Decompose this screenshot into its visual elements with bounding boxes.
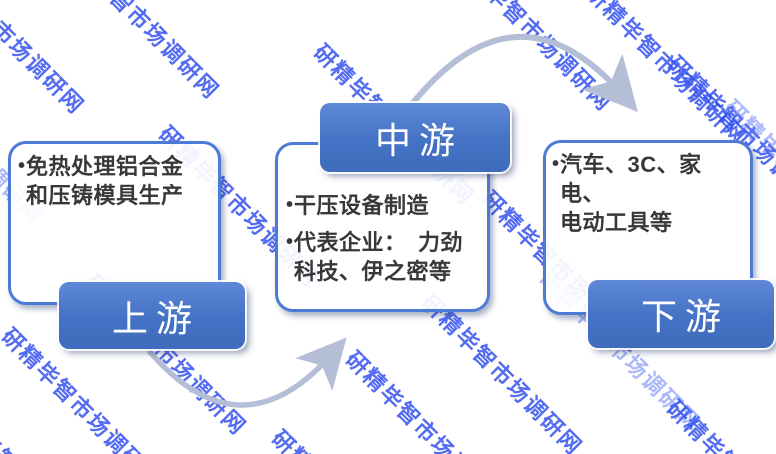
midstream-bullet-1-text: 干压设备制造 (294, 193, 430, 218)
watermark-text: 研精毕智市场调研网 (265, 422, 440, 454)
curved-arrow-bottom-icon (147, 337, 347, 408)
curved-arrow-top-icon (409, 33, 638, 112)
upstream-bullet-text: 免热处理铝合金 和压铸模具生产 (26, 154, 184, 208)
midstream-label-text: 中游 (375, 119, 463, 161)
watermark-text: 研精毕智市场调研网 (446, 0, 618, 116)
midstream-bullet-2-text: 代表企业： 力劲 科技、伊之密等 (294, 230, 464, 284)
watermark-text: 研精毕智市场调研网 (580, 0, 752, 150)
bullet-icon: • (18, 155, 26, 177)
midstream-bullet-1: • 干压设备制造 (286, 191, 481, 220)
bullet-icon: • (286, 231, 294, 253)
upstream-bullet: • 免热处理铝合金 和压铸模具生产 (18, 152, 210, 210)
watermark-text: 研精毕智市场调研网 (0, 0, 90, 119)
upstream-box: • 免热处理铝合金 和压铸模具生产 (8, 141, 221, 305)
midstream-label: 中游 (320, 103, 510, 172)
downstream-bullet-text: 汽车、3C、家电、 电动工具等 (560, 152, 702, 235)
midstream-bullet-2: • 代表企业： 力劲 科技、伊之密等 (286, 228, 481, 286)
downstream-label: 下游 (588, 280, 774, 348)
upstream-label-text: 上游 (112, 297, 200, 339)
downstream-label-text: 下游 (641, 296, 729, 337)
bullet-icon: • (552, 153, 560, 175)
watermark-text: 研精毕智市场调研网 (0, 390, 113, 454)
downstream-bullet: • 汽车、3C、家电、 电动工具等 (552, 150, 746, 237)
upstream-label: 上游 (59, 282, 245, 349)
watermark-text: 研精毕智市场调研网 (53, 0, 225, 104)
watermark-text: 研精毕智市场调研网 (660, 392, 776, 454)
bullet-icon: • (286, 194, 294, 216)
watermark-text: 研精毕智市场调研网 (340, 346, 512, 454)
